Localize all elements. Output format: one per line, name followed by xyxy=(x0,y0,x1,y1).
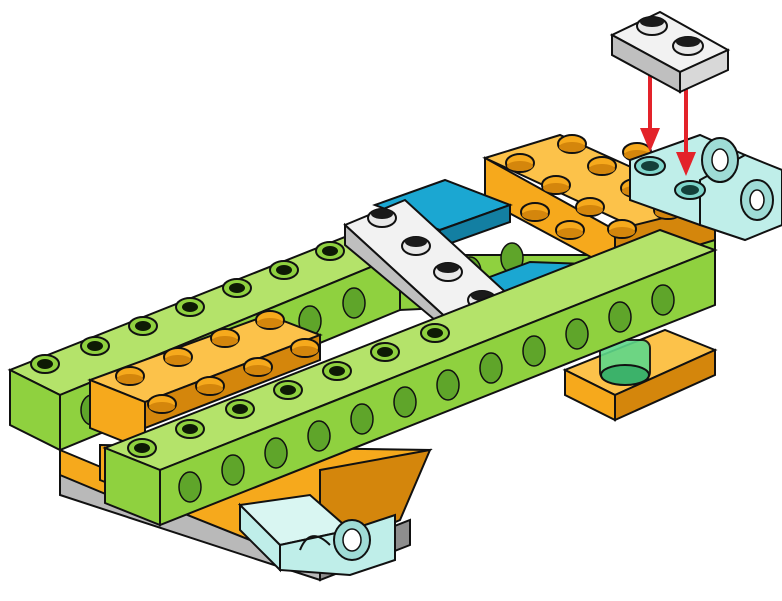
placement-arrow-left xyxy=(640,70,660,152)
studs-back-beam xyxy=(30,241,345,374)
placement-arrow-right xyxy=(676,88,696,176)
connector-trans-light-blue-top xyxy=(629,133,782,242)
studs-white-1x2 xyxy=(636,16,704,56)
connector-trans-light-blue-bottom xyxy=(237,493,396,577)
studs-connector-top xyxy=(634,156,706,200)
technic-beam-green-front xyxy=(102,228,718,527)
plate-orange-front xyxy=(87,313,323,452)
plate-1x2-white xyxy=(609,10,731,94)
studs-orange-front xyxy=(115,310,320,414)
studs-front-beam xyxy=(127,323,450,458)
